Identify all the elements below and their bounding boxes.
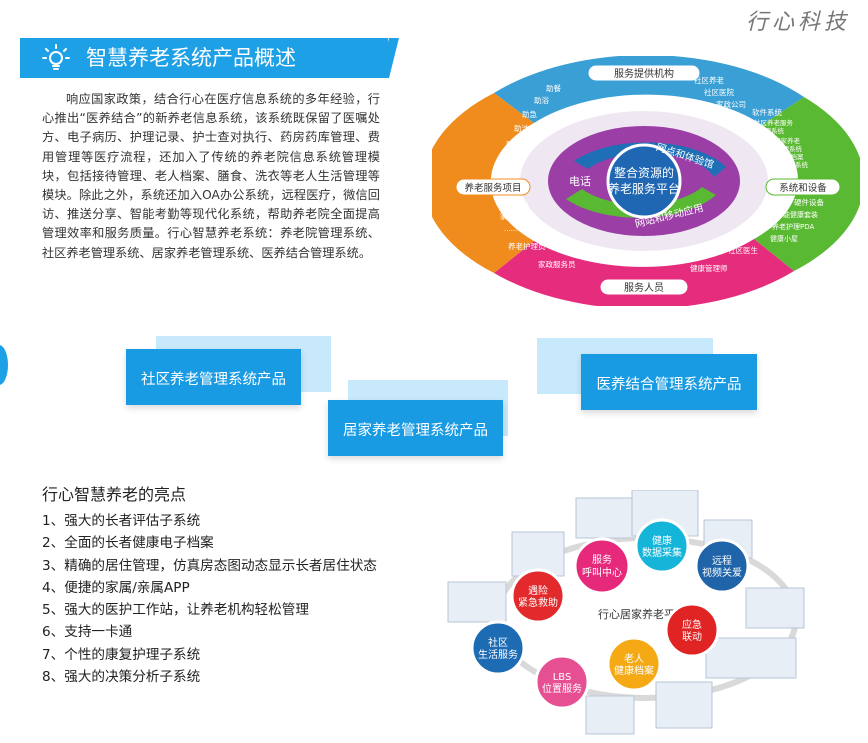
right-item: 软件系统 [752,107,782,117]
highlight-item: 7、个性的康复护理子系统 [42,646,201,663]
right-item: 管理系统 [782,160,809,169]
left-lower-item: 接受预约 [500,200,528,209]
ring-node: 遇险 紧急救助 [510,568,566,624]
highlights-list: 1、强大的长者评估子系统 2、全面的长者健康电子档案 3、精确的居住管理，仿真房… [42,510,377,688]
bottom-item: 养老护理员 [508,241,546,251]
photo-thumb [745,587,805,629]
lightbulb-icon [42,44,70,70]
left-item: ... [504,166,511,175]
top-item: 社区医院 [704,87,734,97]
ring-node-line: 遇险 [528,584,548,597]
section-title: 智慧养老系统产品概述 [86,46,296,70]
ring-node: 健康 数据采集 [634,518,690,574]
segment-label-bottom: 服务人员 [624,281,664,294]
ring-node: 社区 生活服务 [470,620,526,676]
right-item: 居家养老 [774,136,801,145]
left-item: 助医 [506,139,521,149]
ring-node: 远程 视频关爱 [694,538,750,594]
ring-node-line: 老人 [624,652,644,665]
product-label: 居家养老管理系统产品 [343,423,488,439]
photo-thumb [585,695,635,735]
left-item: 助急 [522,109,537,119]
highlight-item: 2、全面的长者健康电子档案 [42,535,214,552]
ring-node-line: 生活服务 [478,648,518,661]
left-item: 助洁 [514,123,529,133]
right-item: 资源系统 [758,126,785,135]
arrow-label-phone: 电话 [569,175,591,188]
ring-node-line: LBS [553,672,572,683]
ring-center-label: 行心居家养老平台 [598,607,686,621]
ring-node-line: 远程 [712,555,732,567]
home-care-ring: 行心居家养老平台 服务 呼叫中心 健康 数据采集 远程 视频关爱 应急 联动 老… [447,490,805,735]
top-item: 家政公司 [716,99,746,109]
highlight-item: 5、强大的医护工作站，让养老机构轻松管理 [42,602,309,619]
photo-thumb [655,681,713,729]
right-item: 云档案 [784,152,804,161]
ring-node-line: 位置服务 [542,682,582,695]
right-item: 养老护理PDA [772,222,814,231]
product-label: 医养结合管理系统产品 [596,377,742,393]
highlight-item: 8、强大的决策分析子系统 [42,669,201,686]
product-card-medical[interactable]: 医养结合管理系统产品 [537,338,757,410]
arrow-band-bottom [566,187,716,218]
segment-bottom-arc [494,239,794,306]
diagram-center-line1: 整合资源的 [614,165,674,180]
product-label: 社区养老管理系统产品 [141,372,286,388]
diagram-center-line2: 养老服务平台 [608,181,680,196]
highlight-item: 6、支持一卡通 [42,624,133,641]
ring-node-line: 服务 [592,553,612,566]
right-item: 护理系统 [776,144,803,153]
segment-top-arc [494,56,804,125]
photo-thumb [575,497,637,539]
right-item: 健康小屋 [770,234,798,243]
ring-node: LBS 位置服务 [534,654,590,710]
ring-node-line: 数据采集 [642,546,682,559]
ring-node-line: 健康档案 [614,664,654,677]
arrow-band-top [574,142,726,177]
left-item: 助行 [500,153,515,163]
left-item: 助餐 [546,83,561,93]
brand-logo-text: 行心科技 [745,10,850,35]
bottom-item: 健康管理师 [690,263,728,273]
highlight-item: 3、精确的居住管理，仿真房态图动态显示长者居住状态 [42,557,377,574]
ecosystem-diagram: 整合资源的 养老服务平台 电话 网点和体验馆 网站和移动应用 服务提供机构 养老… [432,56,860,306]
photo-thumb [447,581,507,623]
ring-node-line: 社区 [488,636,508,649]
screenshot-thumbnails [447,490,805,735]
page-edge-marker [0,345,8,385]
product-card-home[interactable]: 居家养老管理系统产品 [328,380,508,456]
ring-node-line: 紧急救助 [518,596,558,609]
segment-label-top: 服务提供机构 [614,67,674,80]
ring-node-line: 联动 [682,631,702,643]
ring-node-line: 呼叫中心 [582,566,622,579]
highlight-item: 1、强大的长者评估子系统 [42,513,201,529]
left-lower-item: ...... [504,225,517,233]
left-lower-item: 家庭护理 [500,212,528,221]
photo-thumb [705,637,797,679]
ring-node: 老人 健康档案 [606,636,662,692]
right-item: 硬件设备 [794,197,824,207]
highlights-title: 行心智慧养老的亮点 [42,485,187,504]
right-item: 社区养老服务 [754,118,794,127]
ring-node-line: 健康 [652,534,672,547]
ring-node-line: 应急 [682,618,702,631]
segment-label-right: 系统和设备 [779,182,827,194]
section-title-bar: 智慧养老系统产品概述 [20,38,388,78]
intro-paragraph: 响应国家政策，结合行心在医疗信息系统的多年经验，行心推出“医养结合”的新养老信息… [42,92,380,260]
bottom-item: 家政服务员 [538,259,576,269]
bottom-item: 社区医生 [728,245,758,255]
right-item: 智能健康套装 [776,210,818,219]
ring-node: 服务 呼叫中心 [573,537,631,595]
segment-label-left: 养老服务项目 [464,182,521,194]
highlight-item: 4、便捷的家属/亲属APP [42,579,190,596]
top-item: 社区养老 [694,75,724,85]
left-item: 助浴 [534,95,549,105]
ring-node: 应急 联动 [664,602,720,658]
product-card-community[interactable]: 社区养老管理系统产品 [126,336,331,406]
ring-node-line: 视频关爱 [702,566,742,579]
